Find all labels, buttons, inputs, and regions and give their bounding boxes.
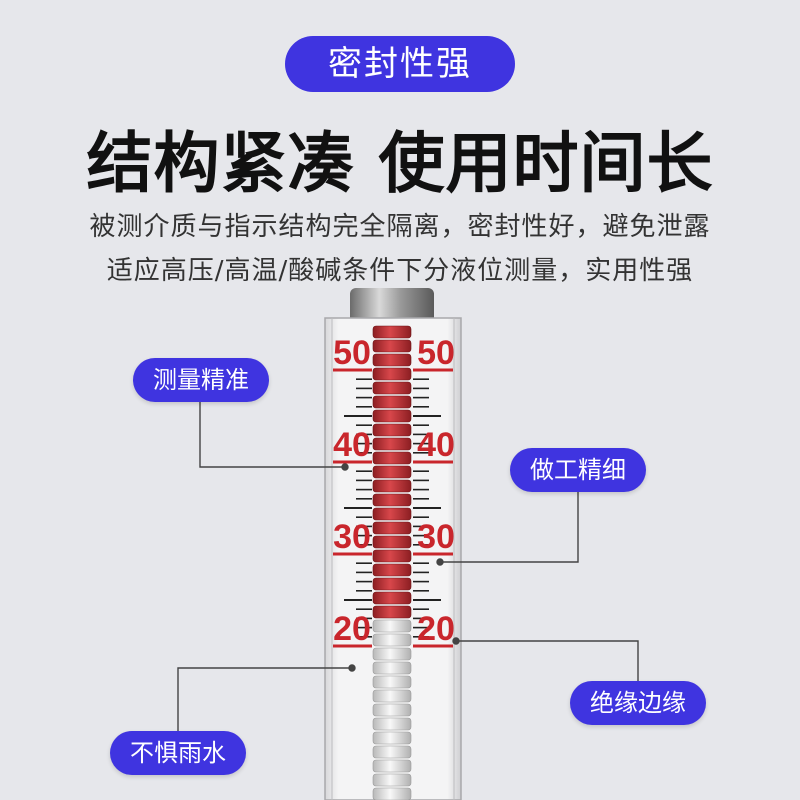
indicator-flap	[372, 633, 412, 647]
indicator-flap	[372, 535, 412, 549]
indicator-flap	[372, 647, 412, 661]
scale-labels: 50 50 40 40 30 30 20 20	[333, 334, 455, 648]
scale-label: 30	[333, 518, 371, 556]
indicator-flap	[372, 549, 412, 563]
indicator-flap	[372, 395, 412, 409]
gauge-cap	[350, 288, 434, 324]
indicator-flap	[372, 689, 412, 703]
indicator-flap	[372, 325, 412, 339]
indicator-flap	[372, 591, 412, 605]
description-line-1: 被测介质与指示结构完全隔离，密封性好，避免泄露	[89, 212, 711, 242]
indicator-flap	[372, 703, 412, 717]
indicator-flap	[372, 619, 412, 633]
indicator-flap	[372, 353, 412, 367]
callout-dot-precision	[341, 463, 349, 471]
description-line-2: 适应高压/高温/酸碱条件下分液位测量，实用性强	[106, 256, 694, 286]
scale-label: 40	[417, 426, 455, 464]
indicator-flap	[372, 479, 412, 493]
indicator-flap	[372, 675, 412, 689]
callout-line-precision	[199, 398, 345, 468]
indicator-flaps	[372, 325, 412, 800]
callout-line-waterproof	[177, 667, 352, 732]
scale-label: 20	[417, 610, 455, 648]
indicator-flap	[372, 745, 412, 759]
callout-dot-waterproof	[348, 664, 356, 672]
callout-line-insulation	[456, 640, 639, 683]
feature-label-precision: 测量精准	[133, 358, 269, 402]
scale-label: 20	[333, 610, 371, 648]
indicator-flap	[372, 731, 412, 745]
scale-ticks	[333, 368, 453, 648]
callout-dot-craft	[436, 558, 444, 566]
callout-lines	[177, 398, 639, 732]
indicator-flap	[372, 759, 412, 773]
feature-badge: 密封性强	[285, 36, 515, 92]
indicator-flap	[372, 367, 412, 381]
feature-label-waterproof: 不惧雨水	[110, 731, 246, 775]
indicator-flap	[372, 717, 412, 731]
headline: 结构紧凑 使用时间长	[86, 125, 714, 202]
scale-label: 30	[417, 518, 455, 556]
indicator-flap	[372, 773, 412, 787]
indicator-flap	[372, 423, 412, 437]
callout-line-craft	[440, 488, 579, 563]
scale-label: 40	[333, 426, 371, 464]
indicator-flap	[372, 563, 412, 577]
indicator-flap	[372, 507, 412, 521]
scale-label: 50	[333, 334, 371, 372]
indicator-flap	[372, 661, 412, 675]
indicator-flap	[372, 437, 412, 451]
indicator-flap	[372, 465, 412, 479]
feature-label-craft: 做工精细	[510, 448, 646, 492]
indicator-flap	[372, 521, 412, 535]
feature-label-insulation: 绝缘边缘	[570, 681, 706, 725]
indicator-flap	[372, 605, 412, 619]
indicator-flap	[372, 493, 412, 507]
indicator-flap	[372, 381, 412, 395]
indicator-flap	[372, 409, 412, 423]
callout-dot-insulation	[452, 637, 460, 645]
indicator-flap	[372, 787, 412, 800]
scale-label: 50	[417, 334, 455, 372]
indicator-flap	[372, 451, 412, 465]
indicator-flap	[372, 577, 412, 591]
indicator-flap	[372, 339, 412, 353]
